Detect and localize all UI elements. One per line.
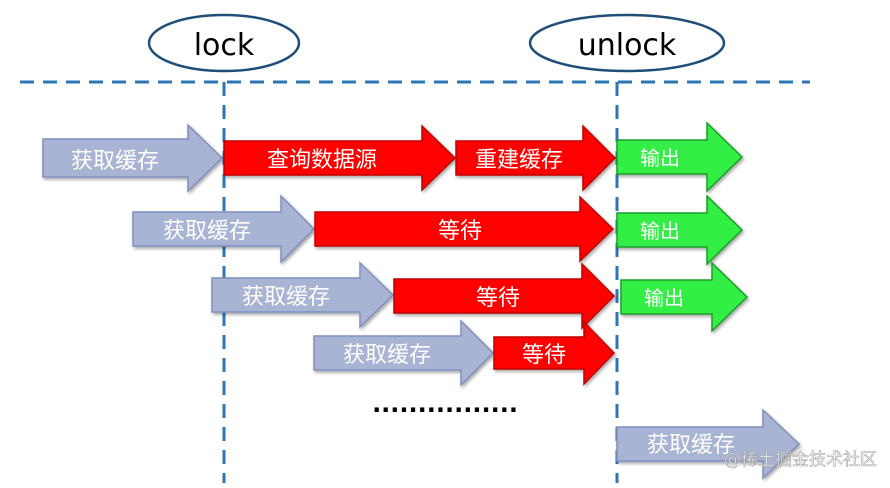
row-4: 获取缓存 等待 (313, 319, 616, 387)
wait-label: 等待 (522, 343, 566, 368)
unlock-label: unlock (578, 28, 677, 63)
output-label: 输出 (640, 146, 680, 170)
get-cache-arrow (132, 194, 316, 264)
wait-arrow (393, 262, 616, 330)
rebuild-cache-label: 重建缓存 (475, 148, 563, 173)
rebuild-cache-arrow (455, 124, 617, 192)
get-cache-arrow (42, 123, 224, 193)
get-cache-label: 获取缓存 (343, 343, 431, 368)
unlock-marker: unlock (528, 13, 726, 73)
output-label: 输出 (644, 286, 684, 310)
row-2: 获取缓存 等待 输出 (132, 194, 744, 266)
get-cache-label: 获取缓存 (647, 433, 735, 458)
output-arrow (616, 194, 744, 266)
get-cache-arrow (616, 408, 801, 480)
get-cache-arrow (313, 319, 495, 387)
lock-ellipse (147, 13, 301, 73)
lock-marker: lock (147, 13, 301, 73)
ellipsis: ................ (372, 390, 518, 418)
get-cache-label: 获取缓存 (242, 285, 330, 310)
wait-arrow (314, 195, 615, 263)
query-source-label: 查询数据源 (267, 148, 377, 173)
watermark: @稀土掘金技术社区 (724, 450, 877, 470)
unlock-ellipse (528, 13, 726, 73)
row-3: 获取缓存 等待 输出 (211, 261, 749, 333)
get-cache-label: 获取缓存 (163, 219, 251, 244)
wait-arrow (493, 320, 616, 386)
wait-label: 等待 (438, 219, 482, 244)
output-label: 输出 (640, 219, 680, 243)
get-cache-label: 获取缓存 (71, 149, 159, 174)
lock-label: lock (194, 28, 255, 63)
query-source-arrow (223, 124, 457, 192)
wait-label: 等待 (476, 286, 520, 311)
row-1: 获取缓存 查询数据源 重建缓存 输出 (42, 121, 744, 193)
row-5: 获取缓存 (616, 408, 801, 480)
output-arrow (620, 261, 749, 333)
get-cache-arrow (211, 261, 395, 329)
output-arrow (616, 121, 744, 193)
